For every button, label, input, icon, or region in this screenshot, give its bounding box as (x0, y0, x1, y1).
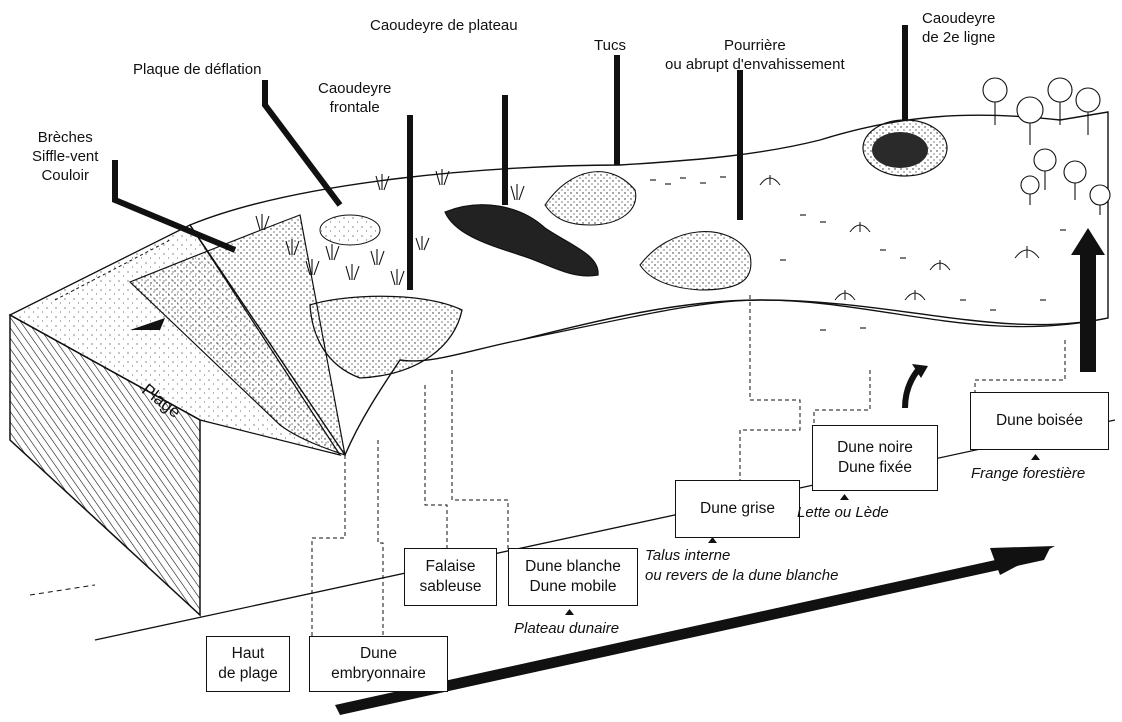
label-talus-interne: Talus interne ou revers de la dune blanc… (645, 546, 838, 586)
caoudeyre-frontale-bowl (310, 296, 462, 378)
box-dune-embryonnaire-line2: embryonnaire (331, 664, 426, 684)
label-caoudeyre-2e-line2: de 2e ligne (922, 28, 995, 47)
box-falaise-sableuse-line1: Falaise (426, 557, 476, 577)
label-breches: Brèches Siffle-vent Couloir (32, 128, 98, 185)
pourriere-hill (640, 232, 751, 290)
label-breches-line3: Couloir (32, 166, 98, 185)
box-haut-plage-line2: de plage (218, 664, 277, 684)
box-dune-boisee: Dune boisée (970, 392, 1109, 450)
label-lette: Lette ou Lède (797, 503, 889, 522)
caoudeyre-2e-ligne-hollow (872, 132, 928, 168)
forest-trees (983, 78, 1110, 215)
box-dune-embryonnaire: Dune embryonnaire (309, 636, 448, 692)
box-dune-grise: Dune grise (675, 480, 800, 538)
box-dune-grise-line1: Dune grise (700, 499, 775, 519)
label-caoudeyre-frontale-line1: Caoudeyre (318, 79, 391, 98)
label-breches-line2: Siffle-vent (32, 147, 98, 166)
back-ground-line (520, 300, 1108, 340)
box-dune-boisee-line1: Dune boisée (996, 411, 1083, 431)
label-caoudeyre-plateau: Caoudeyre de plateau (370, 16, 518, 35)
forest-arrow (1071, 228, 1105, 372)
box-falaise-sableuse-line2: sableuse (419, 577, 481, 597)
box-dune-noire-line2: Dune fixée (838, 458, 912, 478)
label-talus-interne-line2: ou revers de la dune blanche (645, 566, 838, 586)
label-caoudeyre-2e: Caoudeyre de 2e ligne (922, 9, 995, 47)
box-dune-blanche: Dune blanche Dune mobile (508, 548, 638, 606)
label-pourriere-line1: Pourrière (665, 36, 845, 55)
box-dune-embryonnaire-line1: Dune (360, 644, 397, 664)
box-haut-plage: Haut de plage (206, 636, 290, 692)
tucs-hill (545, 172, 636, 225)
box-dune-blanche-line2: Dune mobile (529, 577, 616, 597)
label-breches-line1: Brèches (32, 128, 98, 147)
label-plateau-dunaire: Plateau dunaire (514, 619, 619, 638)
lette-curved-arrow (905, 370, 918, 408)
box-dune-noire: Dune noire Dune fixée (812, 425, 938, 491)
shrubs (760, 175, 1039, 300)
main-profile-arrowhead (990, 546, 1055, 575)
label-frange: Frange forestière (971, 464, 1085, 483)
box-dune-noire-line1: Dune noire (837, 438, 913, 458)
label-talus-interne-line1: Talus interne (645, 546, 838, 566)
box-falaise-sableuse: Falaise sableuse (404, 548, 497, 606)
label-pourriere-line2: ou abrupt d'envahissement (665, 55, 845, 74)
baseline-dash (30, 585, 95, 595)
profile-baseline (95, 420, 1115, 640)
box-dune-blanche-line1: Dune blanche (525, 557, 621, 577)
label-tucs: Tucs (594, 36, 626, 55)
box-haut-plage-line1: Haut (232, 644, 265, 664)
label-caoudeyre-frontale-line2: frontale (318, 98, 391, 117)
deflation-plate (320, 215, 380, 245)
label-caoudeyre-frontale: Caoudeyre frontale (318, 79, 391, 117)
label-caoudeyre-2e-line1: Caoudeyre (922, 9, 995, 28)
label-plaque-deflation: Plaque de déflation (133, 60, 261, 79)
label-pourriere: Pourrière ou abrupt d'envahissement (665, 36, 845, 74)
